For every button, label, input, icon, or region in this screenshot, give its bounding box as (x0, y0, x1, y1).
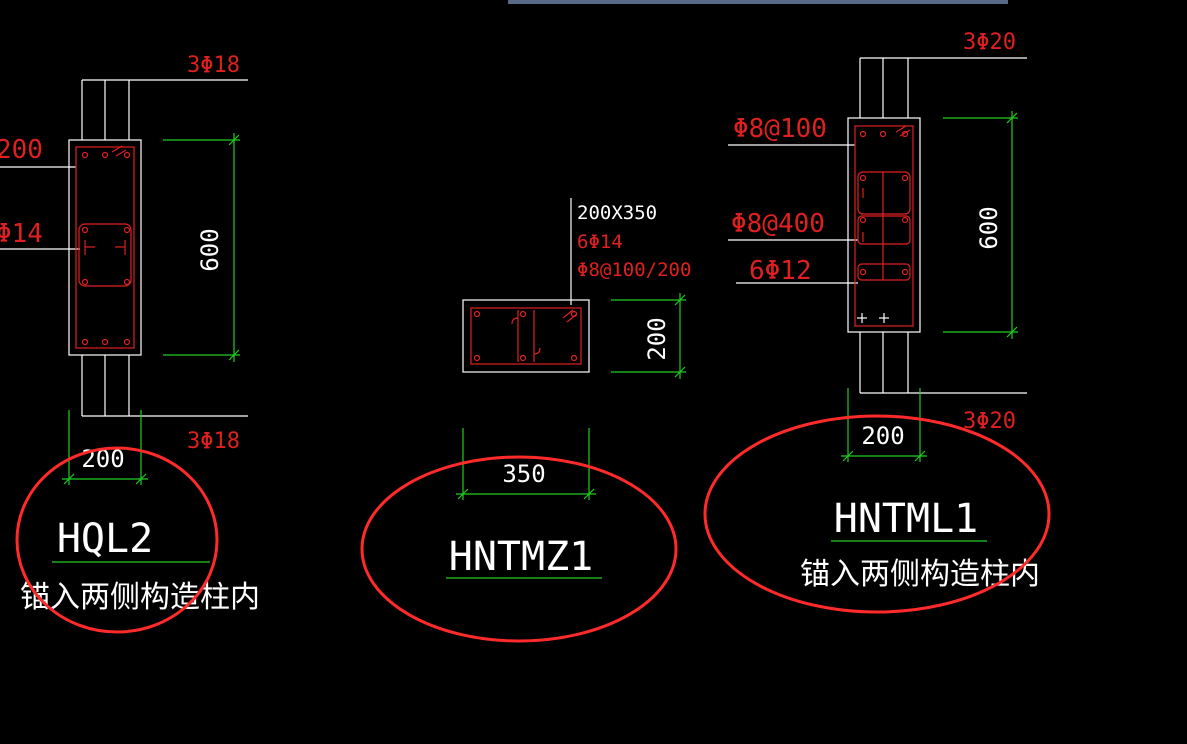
left-side-rebar-label: Φ14 (0, 219, 43, 249)
middle-dimension-lines (446, 293, 686, 579)
left-highlight-ellipse (15, 446, 219, 634)
right-anchor-note: 锚入两侧构造柱内 (800, 557, 1040, 592)
middle-main-rebar-label: 6Φ14 (577, 231, 623, 253)
middle-width-dimension: 350 (502, 460, 545, 488)
middle-rebar-cage (470, 307, 582, 365)
top-scroll-bar[interactable] (508, 0, 1008, 4)
middle-stirrup-label: Φ8@100/200 (577, 259, 691, 281)
right-top-rebar-label: 3Φ20 (963, 30, 1016, 55)
right-member-label: HNTML1 (834, 496, 979, 542)
left-section-detail: 3Φ18 200 Φ14 600 3Φ18 200 HQL2 锚入两侧构造柱内 (0, 53, 260, 615)
right-rebar-cage (854, 125, 914, 327)
right-side-rebar-label: 6Φ12 (749, 256, 812, 286)
right-stirrup-1-label: Φ8@100 (733, 114, 827, 144)
right-outline (728, 57, 1027, 394)
middle-highlight-ellipse (360, 455, 678, 643)
right-width-dimension: 200 (861, 422, 904, 450)
left-dimension-lines (52, 133, 240, 563)
left-anchor-note: 锚入两侧构造柱内 (20, 580, 260, 615)
right-dimension-lines (831, 111, 1018, 542)
right-bottom-rebar-label: 3Φ20 (963, 409, 1016, 434)
left-outline (0, 79, 248, 417)
highlight-ellipses (15, 414, 1051, 643)
middle-section-detail: 200X350 6Φ14 Φ8@100/200 200 350 HNTMZ1 (446, 198, 691, 580)
left-height-dimension: 600 (196, 228, 224, 271)
right-corner-marks (857, 313, 889, 323)
middle-size-label: 200X350 (577, 202, 657, 224)
middle-height-dimension: 200 (643, 317, 671, 360)
left-bottom-rebar-label: 3Φ18 (187, 429, 240, 454)
right-height-dimension: 600 (975, 206, 1003, 249)
middle-member-label: HNTMZ1 (449, 534, 594, 580)
left-rebar-cage (75, 145, 135, 349)
left-top-rebar-label: 3Φ18 (187, 53, 240, 78)
right-section-detail: 3Φ20 Φ8@100 Φ8@400 6Φ12 600 3Φ20 200 HNT… (728, 30, 1040, 592)
right-highlight-ellipse (703, 414, 1051, 614)
left-member-label: HQL2 (57, 516, 153, 562)
middle-outline (462, 198, 590, 373)
right-stirrup-2-label: Φ8@400 (731, 209, 825, 239)
left-stirrup-label: 200 (0, 135, 43, 165)
